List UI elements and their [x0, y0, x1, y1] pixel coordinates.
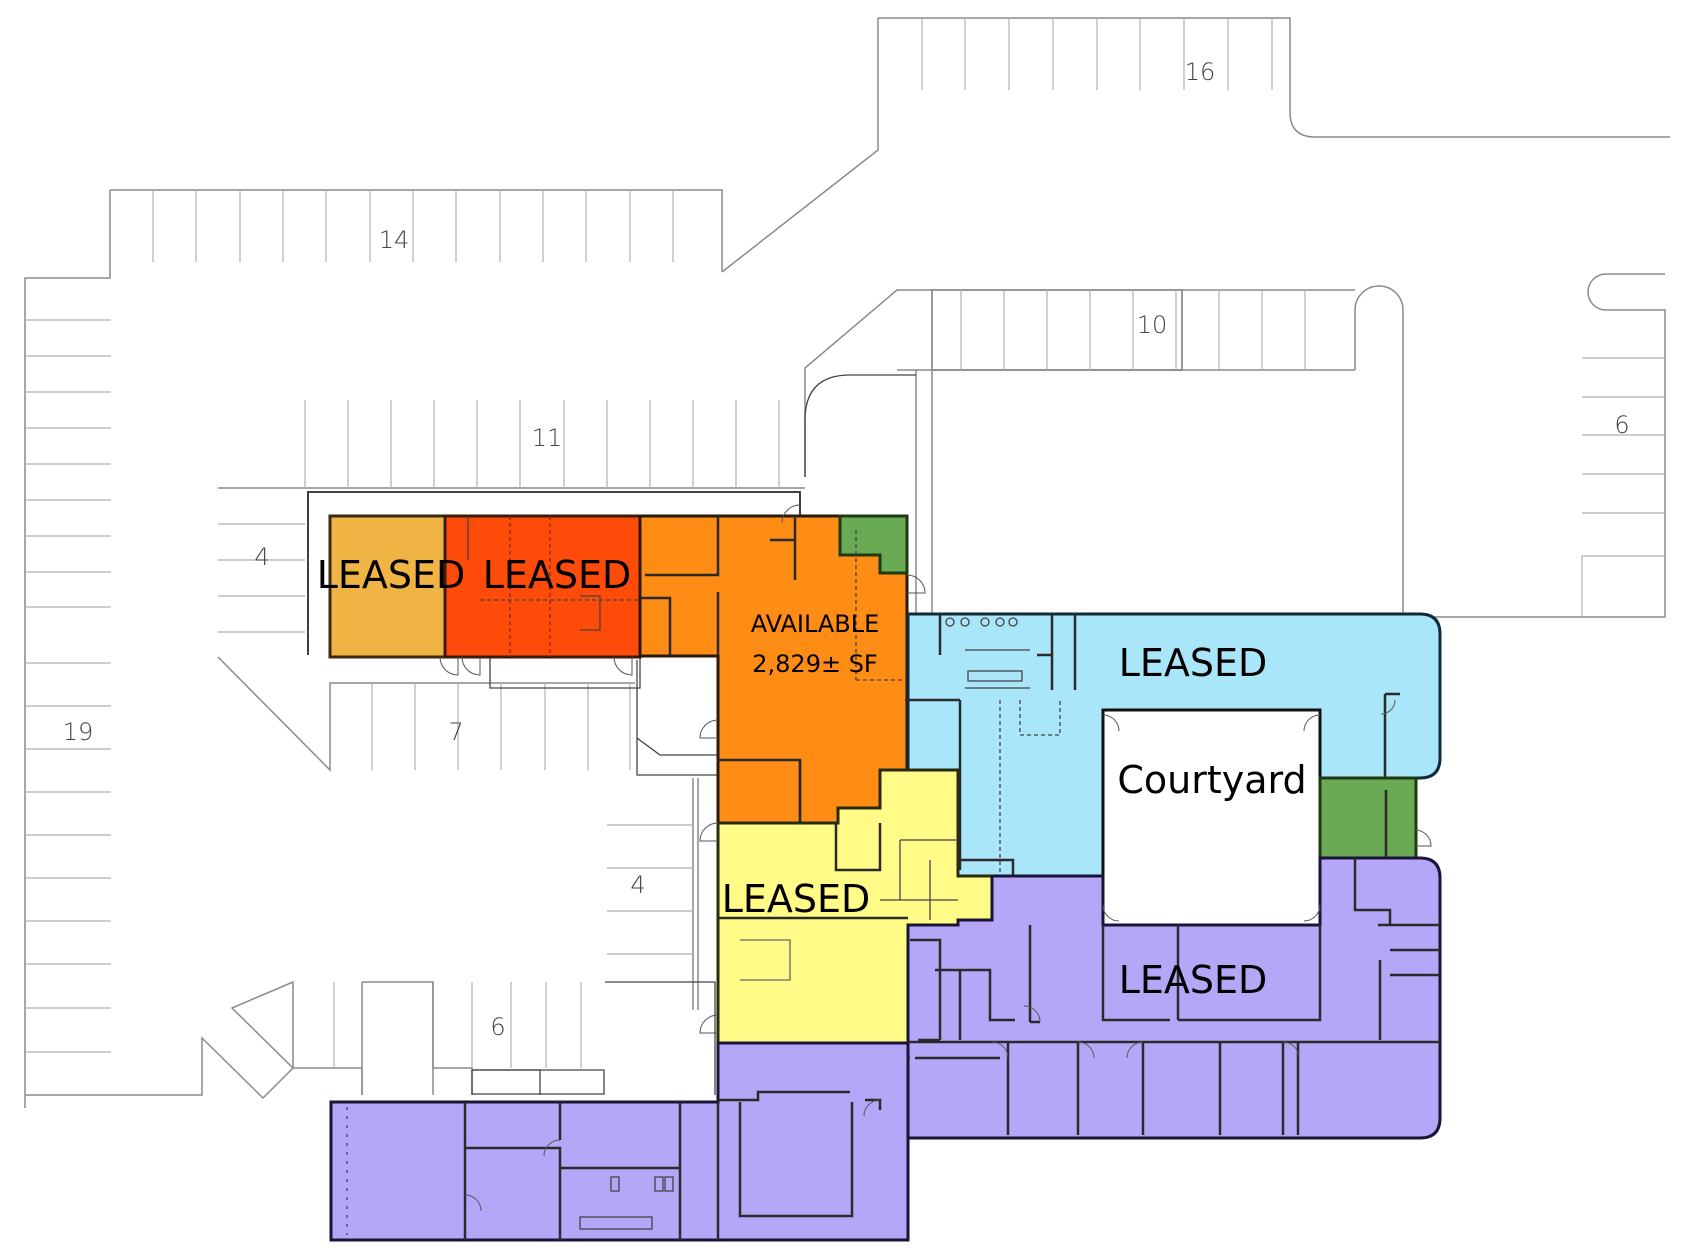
suite-5-status: LEASED	[722, 877, 871, 921]
stalls-6-east	[1581, 357, 1665, 617]
parking-area: 16 14	[24, 17, 1670, 1108]
parking-count-11: 11	[532, 424, 563, 452]
parking-count-10: 10	[1137, 311, 1168, 339]
stalls-4-north	[218, 523, 305, 633]
parking-count-6-south: 6	[490, 1013, 505, 1041]
stalls-10	[960, 290, 1306, 370]
parking-count-7: 7	[448, 718, 463, 746]
suite-2-status: LEASED	[483, 553, 632, 597]
common-area-east	[1318, 776, 1418, 860]
suite-1-area[interactable]	[328, 514, 447, 659]
stalls-6-south	[333, 982, 582, 1068]
building: LEASED LEASED AVAILABLE 2,829± SF LEASED…	[307, 491, 1442, 1242]
stalls-7	[371, 683, 631, 770]
stalls-4-south	[607, 824, 693, 955]
suite-3-area-label: 2,829± SF	[752, 650, 877, 678]
parking-count-4-south: 4	[630, 871, 645, 899]
suite-4-status: LEASED	[1119, 641, 1268, 685]
parking-count-19: 19	[63, 718, 94, 746]
stalls-19	[25, 319, 111, 1053]
parking-count-16: 16	[1185, 58, 1216, 86]
parking-count-14: 14	[379, 226, 410, 254]
courtyard-label: Courtyard	[1117, 758, 1306, 802]
courtyard	[1101, 708, 1322, 927]
suite-3-status: AVAILABLE	[751, 610, 880, 638]
suite-6-status: LEASED	[1119, 958, 1268, 1002]
suite-1-status: LEASED	[317, 553, 466, 597]
suite-6-area-south[interactable]	[329, 1041, 910, 1242]
restroom-fixtures	[945, 617, 1023, 682]
stalls-11	[304, 400, 780, 488]
suite-2-area[interactable]	[443, 514, 642, 659]
parking-count-4-north: 4	[254, 543, 269, 571]
stalls-16	[921, 18, 1273, 90]
south-wing-fixtures	[346, 1107, 674, 1235]
stalls-14	[152, 190, 674, 262]
door-swings	[439, 504, 1432, 1212]
suite-6-area[interactable]	[906, 856, 1442, 1140]
parking-count-6-east: 6	[1614, 411, 1629, 439]
common-area-north	[838, 514, 909, 575]
